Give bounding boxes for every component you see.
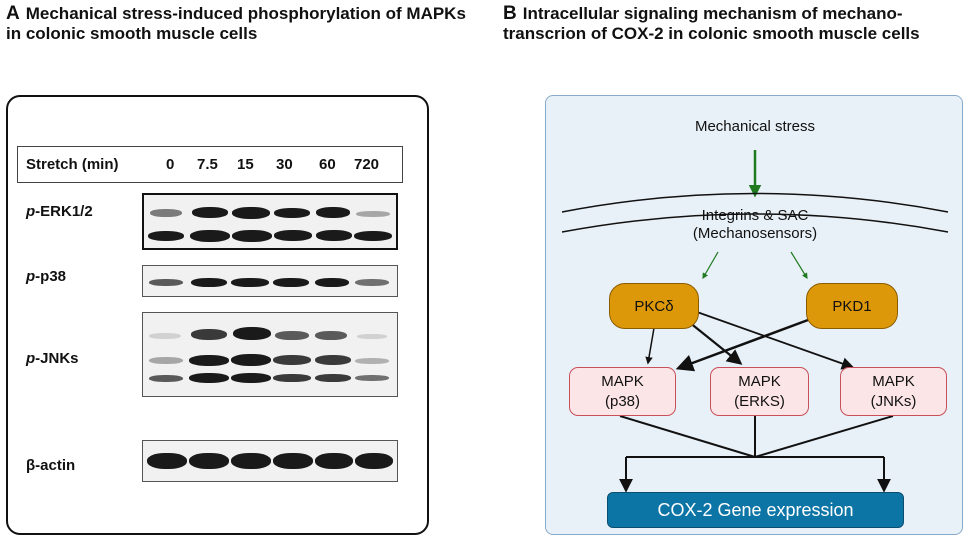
blot-band	[189, 453, 229, 469]
blot-band	[273, 278, 309, 287]
blot-band	[149, 357, 183, 364]
blot-band	[273, 374, 311, 382]
blot-band	[190, 230, 230, 242]
pkd1-node: PKD1	[806, 283, 898, 329]
blot-band	[315, 374, 351, 382]
membrane-inner	[561, 213, 949, 233]
blot-band	[315, 453, 353, 469]
mapk-p38-line1: MAPK	[601, 372, 644, 390]
blot-band	[189, 373, 229, 383]
blot-band	[231, 373, 271, 383]
blot-band	[231, 278, 269, 287]
blot-band	[356, 211, 390, 217]
blot-band	[232, 230, 272, 242]
blot-band	[147, 453, 187, 469]
pkc-to-erk-arrow	[683, 317, 743, 365]
timepoint-0: 0	[166, 156, 175, 173]
mapk-jnks-line2: (JNKs)	[870, 392, 917, 410]
blot-band	[231, 354, 271, 366]
mapk-erks-line2: (ERKS)	[734, 392, 785, 410]
mechanosensor-label-line1: Integrins & SAC	[701, 207, 809, 224]
panel-b-letter: B	[503, 3, 517, 24]
membrane-outer	[561, 192, 949, 213]
mapk-jnks-node: MAPK (JNKs)	[840, 367, 947, 416]
p38-to-junction	[619, 415, 756, 458]
blot-band	[355, 279, 389, 286]
blot-band	[315, 331, 347, 340]
blot-band	[273, 355, 311, 365]
blot-band	[191, 278, 227, 287]
timepoint-60: 60	[319, 156, 336, 173]
label-p-p38: p-p38	[26, 268, 67, 285]
western-blot-frame	[6, 95, 429, 535]
blot-band	[149, 279, 183, 286]
blot-band	[149, 375, 183, 382]
blot-band	[149, 333, 181, 339]
label-p-erk: p-ERK1/2	[26, 203, 93, 220]
mapk-jnks-line1: MAPK	[872, 372, 915, 390]
blot-band	[148, 231, 184, 241]
timepoint-7-5: 7.5	[197, 156, 218, 173]
pkc-delta-node: PKCδ	[609, 283, 699, 329]
erk-blot	[142, 193, 398, 250]
blot-band	[354, 231, 392, 241]
blot-band	[150, 209, 182, 217]
blot-band	[232, 207, 270, 219]
blot-band	[355, 375, 389, 381]
blot-band	[273, 453, 313, 469]
blot-band	[189, 355, 229, 366]
pkc-to-p38-arrow	[645, 327, 655, 365]
sensor-to-pkd-arrow	[790, 251, 808, 280]
blot-band	[192, 207, 228, 218]
pkc-to-jnk-arrow	[696, 311, 855, 370]
mechanosensor-label-line2: (Mechanosensors)	[692, 225, 818, 242]
timepoint-720: 720	[354, 156, 380, 173]
timepoint-15: 15	[237, 156, 254, 173]
panel-a-letter: A	[6, 3, 20, 24]
stretch-header-label: Stretch (min)	[26, 156, 119, 173]
jnk-blot	[142, 312, 398, 397]
label-p-jnks: p-JNKs	[26, 350, 79, 367]
pkd-to-p38-arrow	[675, 318, 809, 372]
panel-b-title-text: Intracellular signaling mechanism of mec…	[503, 4, 920, 43]
mapk-p38-line2: (p38)	[604, 392, 641, 410]
p38-blot	[142, 265, 398, 297]
beta-actin-blot	[142, 440, 398, 482]
blot-band	[355, 453, 393, 469]
blot-band	[355, 358, 389, 364]
panel-a-title-text: Mechanical stress-induced phosphorylatio…	[6, 4, 466, 43]
timepoint-30: 30	[276, 156, 293, 173]
blot-band	[315, 355, 351, 365]
blot-band	[275, 331, 309, 340]
sensor-to-pkc-arrow	[702, 251, 719, 280]
jnk-to-junction	[754, 415, 894, 458]
blot-band	[316, 207, 350, 218]
blot-band	[231, 453, 271, 469]
blot-band	[315, 278, 349, 287]
mechanical-stress-label: Mechanical stress	[694, 118, 816, 135]
blot-band	[191, 329, 227, 340]
stretch-header-box	[17, 146, 403, 183]
blot-band	[357, 334, 387, 339]
blot-band	[274, 208, 310, 218]
blot-band	[316, 230, 352, 241]
mapk-erks-node: MAPK (ERKS)	[710, 367, 809, 416]
cox2-gene-expression-node: COX-2 Gene expression	[607, 492, 904, 528]
blot-band	[274, 230, 312, 241]
mapk-erks-line1: MAPK	[738, 372, 781, 390]
blot-band	[233, 327, 271, 340]
label-beta-actin: β-actin	[26, 457, 76, 474]
mapk-p38-node: MAPK (p38)	[569, 367, 676, 416]
